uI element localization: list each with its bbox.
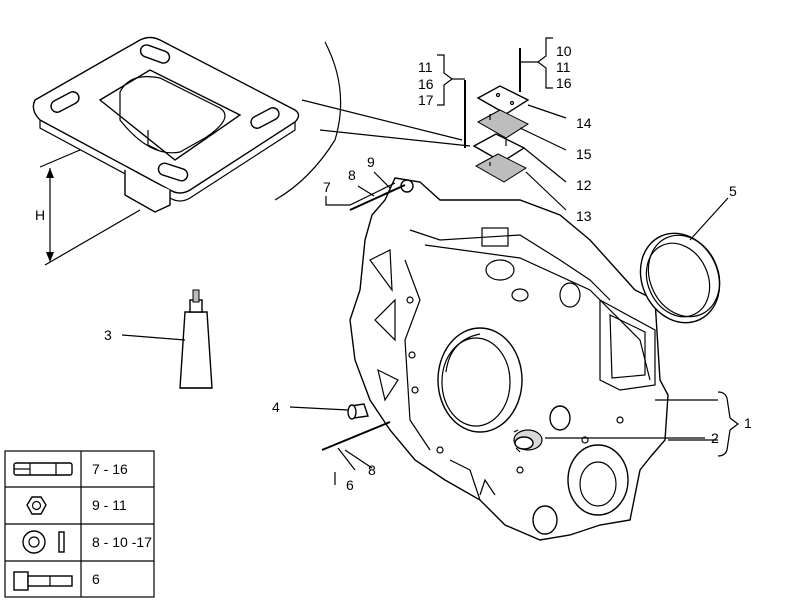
upper-stud-group (325, 171, 406, 211)
stud-icon (13, 462, 73, 476)
legend-label-stud: 7 - 16 (92, 461, 128, 477)
leader-14 (527, 104, 567, 119)
lower-bolt-group (321, 421, 391, 485)
legend-label-washer: 8 - 10 -17 (92, 534, 152, 550)
callout-16-left: 16 (418, 76, 434, 92)
callout-12: 12 (576, 177, 592, 193)
dimension-h-label: H (35, 207, 45, 223)
callout-8-upper: 8 (348, 167, 356, 183)
leader-15 (519, 127, 567, 151)
flywheel-housing (349, 177, 669, 541)
callout-11-right: 11 (556, 59, 571, 75)
callout-9: 9 (367, 154, 375, 170)
hex-nut-icon (26, 496, 47, 515)
threaded-plug (513, 429, 543, 453)
oil-seal-ring (639, 232, 721, 324)
bracket-10-11-16 (537, 37, 553, 89)
callout-10: 10 (556, 43, 572, 59)
callout-7: 7 (323, 179, 331, 195)
leader-bracket-to-plates-2 (319, 129, 471, 147)
legend-label-bolt: 6 (92, 571, 100, 587)
callout-1: 1 (744, 415, 752, 431)
callout-3: 3 (104, 327, 112, 343)
callout-13: 13 (576, 208, 592, 224)
leader-12 (523, 147, 567, 183)
dowel-pin (347, 403, 369, 420)
callout-11-left: 11 (418, 59, 433, 75)
callout-15: 15 (576, 146, 592, 162)
callout-16-right: 16 (556, 75, 572, 91)
bracket-1 (655, 391, 739, 457)
leader-bracket-to-plates (301, 99, 463, 141)
bracket-11-16-17 (437, 54, 453, 106)
callout-8-lower: 8 (368, 462, 376, 478)
callout-5: 5 (729, 183, 737, 199)
callout-2: 2 (711, 430, 719, 446)
callout-14: 14 (576, 115, 592, 131)
fastener-legend: 7 - 16 9 - 11 8 - 10 -17 6 (4, 450, 155, 598)
callout-4: 4 (272, 399, 280, 415)
callout-6-lower: 6 (346, 477, 354, 493)
callout-17: 17 (418, 92, 434, 108)
legend-label-nut: 9 - 11 (92, 497, 127, 513)
leader-3 (121, 334, 186, 341)
leader-5 (689, 197, 729, 241)
dimension-h: H (35, 149, 141, 266)
reference-arc (274, 41, 342, 201)
leader-4 (289, 406, 349, 411)
leader-13 (525, 171, 567, 211)
cover-plate-stack (472, 85, 530, 183)
washer-icon (22, 530, 65, 554)
bolt-icon (13, 571, 73, 591)
sealant-tube (179, 289, 213, 389)
lifting-bracket (32, 36, 300, 213)
